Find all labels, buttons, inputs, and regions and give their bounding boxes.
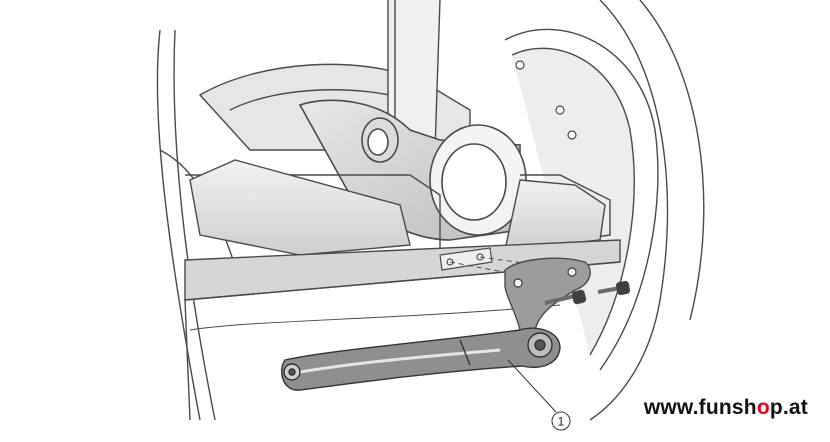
brand-prefix: www.funsh (643, 396, 757, 419)
deck-platform (184, 159, 621, 421)
axle-hub (298, 99, 527, 241)
callout-leader (507, 359, 557, 413)
fender-bolts (515, 60, 577, 140)
callout-marker: 1 (551, 411, 571, 431)
brand-suffix: p.at (769, 396, 808, 419)
screw-right (597, 280, 631, 296)
kickstand-arm (281, 327, 561, 391)
callout-number: 1 (558, 415, 565, 429)
screw-left (544, 289, 587, 305)
brand-logo: www.funshop.at (644, 396, 808, 420)
brand-accent-letter: o (756, 396, 770, 419)
kickstand-plate (504, 257, 591, 331)
